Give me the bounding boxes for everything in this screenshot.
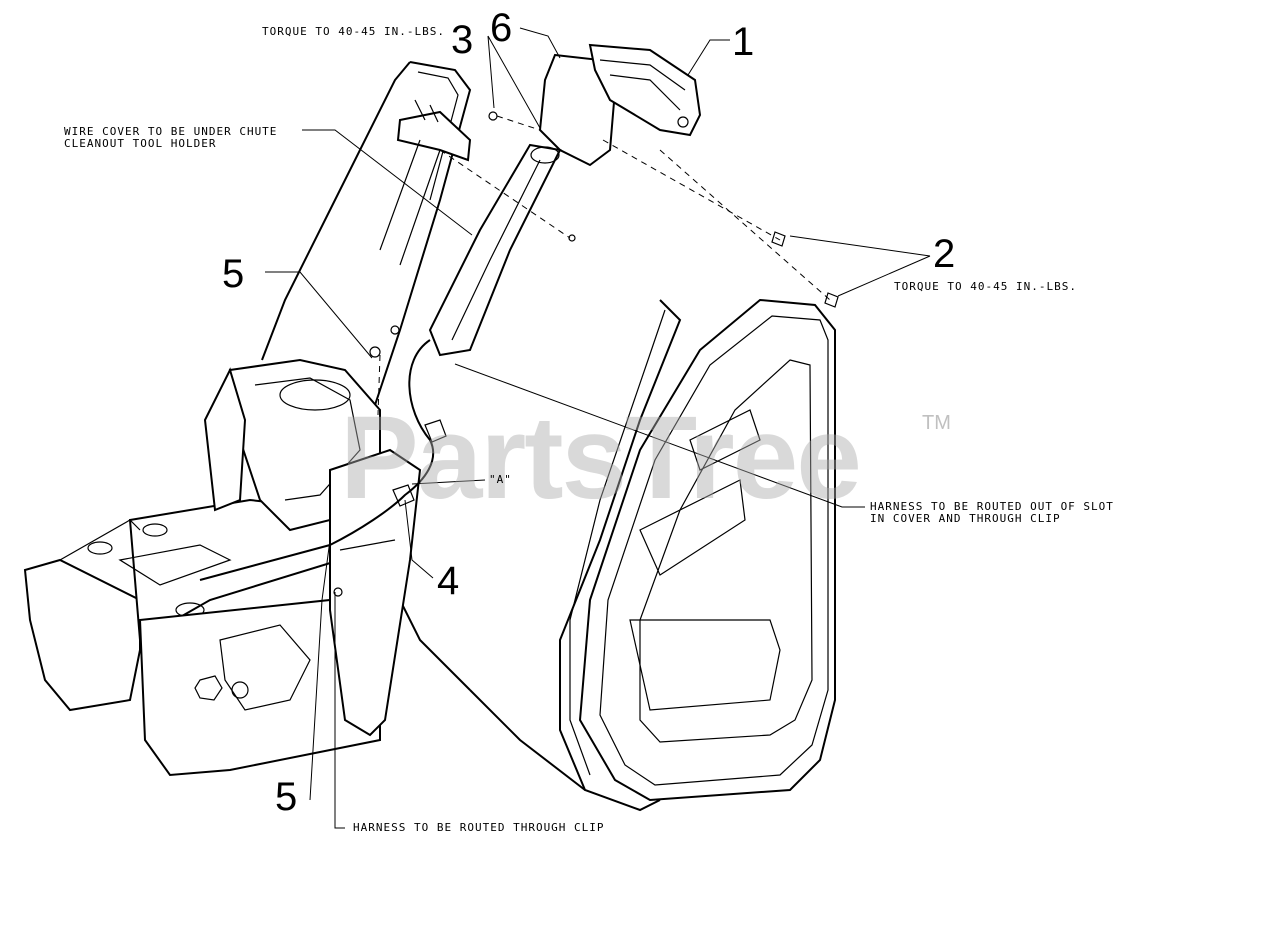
- trademark-symbol: TM: [922, 412, 951, 434]
- callout-5-upper: 5: [222, 252, 245, 296]
- chute-assembly: [428, 43, 702, 357]
- leader-lines: [265, 27, 931, 829]
- callout-6: 6: [490, 6, 513, 50]
- side-panel: [578, 298, 836, 802]
- impeller-housing: [203, 358, 422, 737]
- note-torque-right: TORQUE TO 40-45 IN.-LBS.: [894, 280, 1077, 293]
- hardware-screws: [333, 111, 839, 597]
- callout-1: 1: [732, 20, 755, 64]
- callout-4: 4: [437, 559, 460, 603]
- cleanout-tool-holder: [379, 99, 472, 266]
- note-harness-slot: HARNESS TO BE ROUTED OUT OF SLOT IN COVE…: [870, 500, 1114, 525]
- note-detail-a: "A": [489, 473, 512, 486]
- note-harness-clip: HARNESS TO BE ROUTED THROUGH CLIP: [353, 821, 605, 834]
- callout-5-lower: 5: [275, 775, 298, 819]
- wire-harness: [199, 339, 447, 581]
- callout-3: 3: [451, 18, 474, 62]
- assembly-dashed-lines: [377, 115, 831, 416]
- note-wire-cover: WIRE COVER TO BE UNDER CHUTE CLEANOUT TO…: [64, 125, 278, 150]
- note-torque-top: TORQUE TO 40-45 IN.-LBS.: [262, 25, 445, 38]
- partstree-watermark: PartsTree: [340, 392, 862, 524]
- engine-frame: [23, 498, 381, 777]
- shroud-panel: [469, 299, 682, 812]
- callout-2: 2: [933, 232, 956, 276]
